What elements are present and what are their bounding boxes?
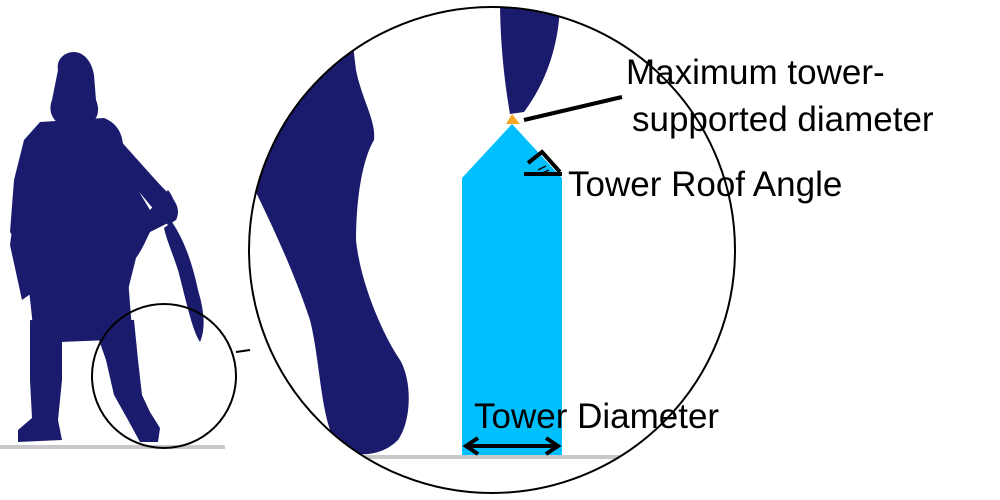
figure-sword: [164, 222, 204, 342]
zoomed-blade: [500, 7, 560, 114]
max-diameter-pointer: [523, 95, 623, 122]
figure-right-arm: [110, 130, 178, 225]
figure-right-leg: [92, 320, 160, 442]
tower-diameter-arrow: [462, 436, 562, 456]
figure-torso: [10, 118, 176, 292]
magnifier-small-circle: [91, 303, 237, 449]
figure-head: [50, 52, 99, 124]
roof-angle-label: Tower Roof Angle: [568, 165, 842, 204]
roof-angle-marker: [524, 149, 562, 176]
magnifier-connector: [235, 349, 251, 353]
zoom-content: [249, 7, 620, 459]
zoomed-leg: [249, 20, 409, 455]
max-diameter-label-line2: supported diameter: [632, 100, 934, 139]
figure-silhouette: [10, 52, 204, 442]
figure-left-arm: [10, 150, 36, 300]
tower-body: [462, 124, 562, 455]
figure-left-leg: [18, 320, 62, 442]
tower-tip: [506, 114, 520, 124]
max-diameter-label-line1: Maximum tower-: [626, 53, 885, 92]
zoom-circle: [248, 6, 736, 494]
tower-diameter-label: Tower Diameter: [474, 397, 719, 436]
